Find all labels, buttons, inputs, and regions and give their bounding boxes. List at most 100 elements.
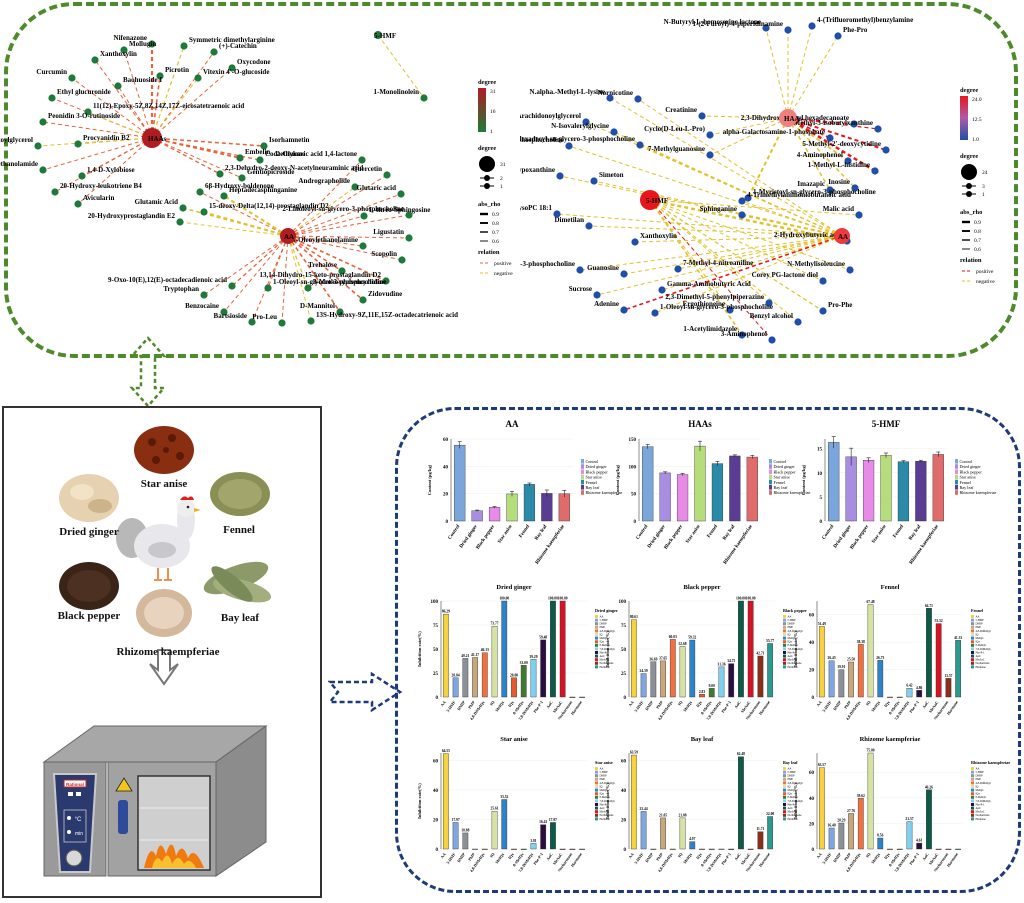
network-node[interactable] (383, 171, 391, 179)
bar[interactable] (569, 848, 576, 850)
network-node[interactable] (39, 118, 47, 126)
network-node[interactable] (336, 308, 344, 316)
network-node[interactable] (120, 46, 128, 54)
bar[interactable] (550, 600, 556, 698)
network-node[interactable] (768, 336, 776, 344)
network-node[interactable] (216, 170, 224, 178)
bar[interactable] (932, 454, 944, 522)
network-node[interactable] (360, 212, 368, 220)
network-node[interactable] (762, 24, 770, 32)
network-node[interactable] (738, 197, 746, 205)
bar[interactable] (728, 848, 735, 850)
bar[interactable] (520, 848, 527, 850)
bar[interactable] (838, 822, 845, 850)
network-node[interactable] (850, 120, 858, 128)
bar[interactable] (442, 613, 449, 698)
network-node[interactable] (382, 277, 390, 285)
bar[interactable] (472, 848, 478, 850)
bar[interactable] (828, 660, 835, 698)
bar[interactable] (530, 659, 537, 698)
network-node[interactable] (874, 125, 882, 133)
network-node[interactable] (826, 186, 834, 194)
bar[interactable] (530, 843, 537, 850)
network-node[interactable] (405, 234, 413, 242)
network-node[interactable] (236, 154, 244, 162)
network-node[interactable] (565, 142, 573, 150)
bar[interactable] (935, 623, 942, 698)
network-node[interactable] (228, 64, 236, 72)
bar[interactable] (540, 639, 547, 698)
bar[interactable] (935, 848, 942, 850)
network-node[interactable] (220, 308, 228, 316)
network-node[interactable] (358, 156, 366, 164)
network-node[interactable] (744, 194, 752, 202)
network-node[interactable] (636, 141, 644, 149)
network-node[interactable] (819, 307, 827, 315)
network-node[interactable] (74, 200, 82, 208)
bar[interactable] (926, 789, 932, 850)
bar[interactable] (848, 661, 854, 698)
network-node[interactable] (210, 48, 218, 56)
bar[interactable] (462, 658, 469, 698)
network-node[interactable] (556, 172, 564, 180)
network-node[interactable] (674, 265, 682, 273)
bar[interactable] (481, 652, 488, 698)
bar[interactable] (689, 639, 696, 698)
hub-node-5-hmf[interactable] (374, 31, 382, 39)
bar[interactable] (501, 799, 508, 850)
bar[interactable] (520, 665, 527, 698)
bar[interactable] (845, 456, 857, 522)
network-node[interactable] (826, 134, 834, 142)
network-node[interactable] (610, 128, 618, 136)
network-node[interactable] (651, 309, 659, 317)
bar[interactable] (915, 460, 927, 522)
bar[interactable] (462, 832, 469, 850)
bar[interactable] (746, 456, 758, 522)
bar[interactable] (708, 688, 715, 698)
network-node[interactable] (585, 222, 593, 230)
bar[interactable] (955, 640, 962, 698)
bar[interactable] (694, 445, 706, 522)
network-node[interactable] (634, 95, 642, 103)
bar[interactable] (559, 848, 566, 850)
bar[interactable] (452, 822, 459, 850)
bar[interactable] (711, 463, 724, 522)
network-node[interactable] (338, 267, 346, 275)
bar[interactable] (747, 848, 754, 850)
bar[interactable] (511, 677, 517, 698)
hub-node-aa[interactable] (280, 228, 296, 244)
network-node[interactable] (51, 188, 59, 196)
bar[interactable] (650, 661, 657, 698)
network-node[interactable] (359, 296, 367, 304)
bar[interactable] (640, 673, 647, 698)
network-node[interactable] (851, 184, 859, 192)
network-node[interactable] (606, 94, 614, 102)
network-node[interactable] (765, 299, 773, 307)
bar[interactable] (506, 493, 518, 522)
bar[interactable] (867, 604, 874, 698)
network-node[interactable] (196, 188, 204, 196)
hub-node-haas[interactable] (779, 109, 797, 127)
network-node[interactable] (553, 210, 561, 218)
network-node[interactable] (698, 112, 706, 120)
bar[interactable] (738, 600, 744, 698)
network-node[interactable] (784, 26, 792, 34)
network-node[interactable] (78, 172, 86, 180)
bar[interactable] (660, 817, 666, 850)
bar[interactable] (642, 446, 654, 522)
bar[interactable] (757, 655, 764, 698)
bar[interactable] (718, 848, 725, 850)
bar[interactable] (558, 493, 570, 522)
bar[interactable] (442, 753, 449, 850)
network-node[interactable] (256, 156, 264, 164)
bar[interactable] (862, 460, 875, 522)
bar[interactable] (501, 600, 508, 698)
bar[interactable] (523, 484, 536, 522)
network-node[interactable] (34, 142, 42, 150)
bar[interactable] (880, 455, 892, 522)
bar[interactable] (491, 625, 498, 698)
bar[interactable] (838, 669, 845, 698)
bar[interactable] (896, 848, 903, 850)
bar[interactable] (738, 756, 744, 850)
network-node[interactable] (620, 270, 628, 278)
